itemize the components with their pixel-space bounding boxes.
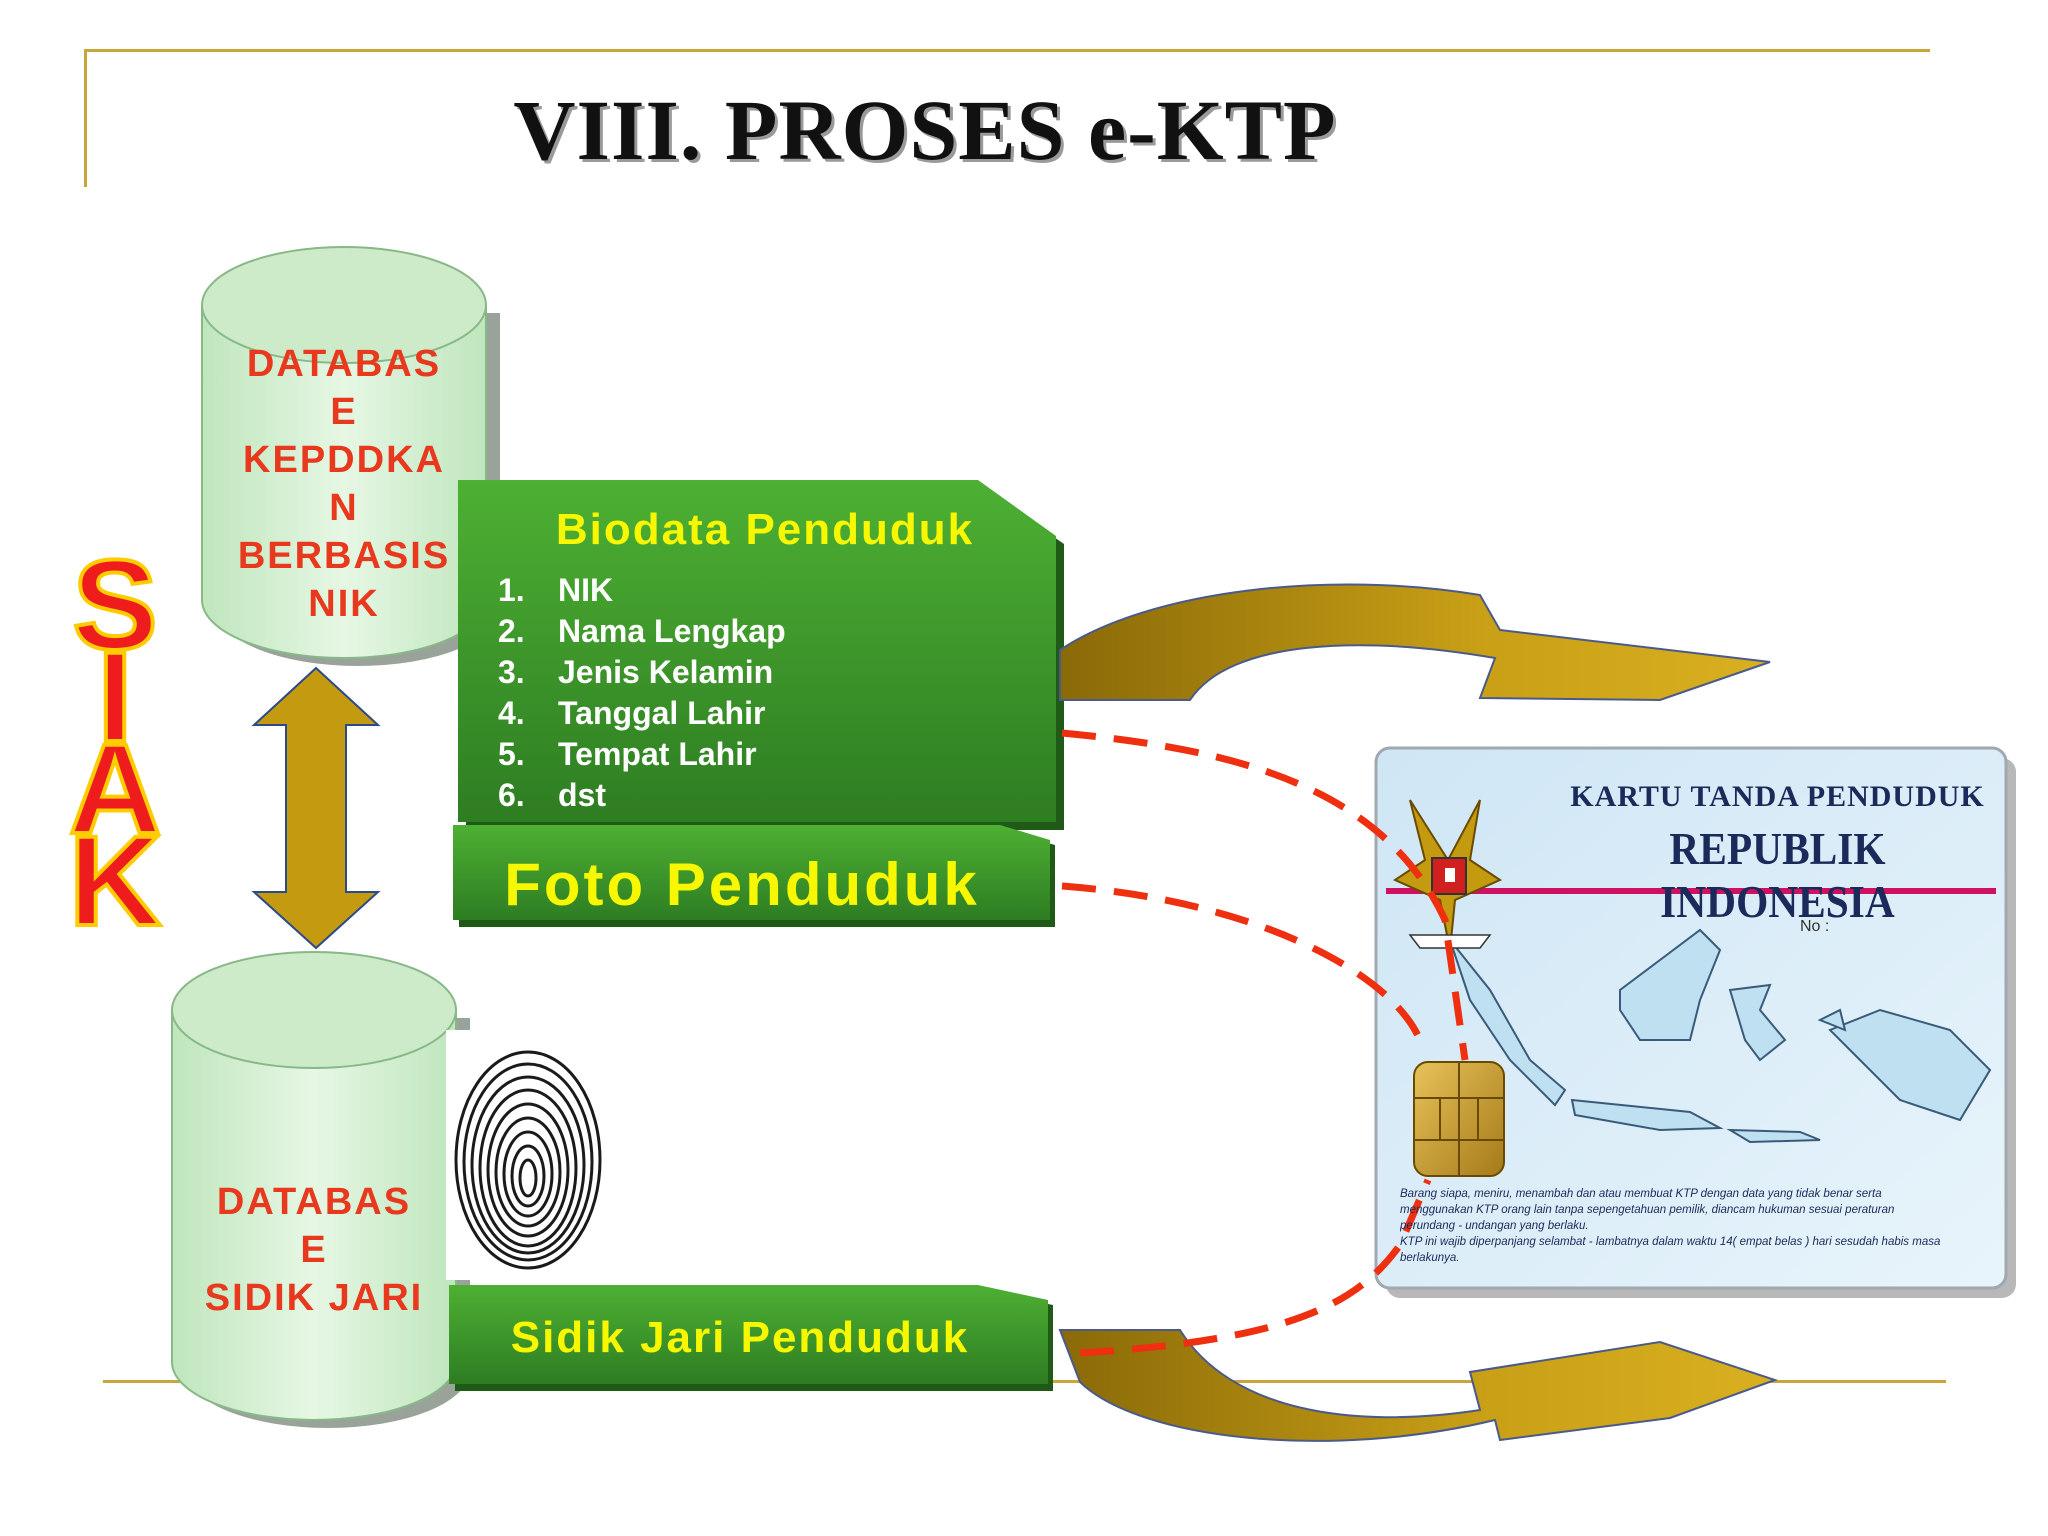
card-fine-line: Barang siapa, meniru, menambah dan atau …	[1400, 1186, 1990, 1202]
chip-icon	[1414, 1062, 1504, 1176]
double-arrow-icon	[254, 668, 378, 948]
database-top-line: NIK	[212, 580, 476, 628]
database-bottom-label: DATABAS E SIDIK JARI	[176, 1178, 452, 1322]
database-top-line: KEPDDKA	[212, 436, 476, 484]
list-item: 1.NIK	[498, 570, 998, 611]
card-fine-line: berlakunya.	[1400, 1250, 1990, 1266]
list-item: 4.Tanggal Lahir	[498, 693, 998, 734]
card-number-label: No :	[1800, 918, 1829, 936]
top-curved-arrow-icon	[1060, 584, 1770, 700]
database-bottom-line: DATABAS	[176, 1178, 452, 1226]
list-item-number: 3.	[498, 652, 558, 693]
siak-vertical-label: S I A K	[60, 560, 170, 928]
list-item-number: 6.	[498, 775, 558, 816]
database-top-line: N	[212, 484, 476, 532]
fingerprint-icon	[446, 1030, 606, 1280]
database-top-line: DATABAS	[212, 340, 476, 388]
list-item: 5.Tempat Lahir	[498, 734, 998, 775]
database-top-line: BERBASIS	[212, 532, 476, 580]
list-item: 2.Nama Lengkap	[498, 611, 998, 652]
list-item-label: Nama Lengkap	[558, 613, 786, 649]
list-item: 6.dst	[498, 775, 998, 816]
card-title-line2: REPUBLIK INDONESIA	[1577, 822, 1978, 928]
card-fine-line: menggunakan KTP orang lain tanpa sepenge…	[1400, 1202, 1990, 1218]
list-item-label: Tanggal Lahir	[558, 695, 765, 731]
list-item-label: dst	[558, 777, 606, 813]
list-item-label: Tempat Lahir	[558, 736, 757, 772]
sidik-label: Sidik Jari Penduduk	[450, 1313, 1030, 1363]
list-item-number: 4.	[498, 693, 558, 734]
siak-letter: K	[60, 836, 170, 928]
list-item-number: 2.	[498, 611, 558, 652]
list-item-number: 5.	[498, 734, 558, 775]
card-title-line1: KARTU TANDA PENDUDUK	[1560, 780, 1995, 814]
database-top-label: DATABAS E KEPDDKA N BERBASIS NIK	[212, 340, 476, 628]
biodata-list: 1.NIK 2.Nama Lengkap 3.Jenis Kelamin 4.T…	[498, 570, 998, 816]
foto-label: Foto Penduduk	[452, 850, 1032, 919]
list-item-label: Jenis Kelamin	[558, 654, 773, 690]
list-item-label: NIK	[558, 572, 613, 608]
bottom-curved-arrow-icon	[1060, 1330, 1775, 1441]
biodata-title: Biodata Penduduk	[490, 505, 1040, 555]
database-bottom-line: E	[176, 1226, 452, 1274]
card-fine-print: Barang siapa, meniru, menambah dan atau …	[1400, 1186, 1990, 1266]
card-fine-line: KTP ini wajib diperpanjang selambat - la…	[1400, 1234, 1990, 1250]
database-bottom-line: SIDIK JARI	[176, 1274, 452, 1322]
database-top-line: E	[212, 388, 476, 436]
card-fine-line: perundang - undangan yang berlaku.	[1400, 1218, 1990, 1234]
list-item: 3.Jenis Kelamin	[498, 652, 998, 693]
list-item-number: 1.	[498, 570, 558, 611]
